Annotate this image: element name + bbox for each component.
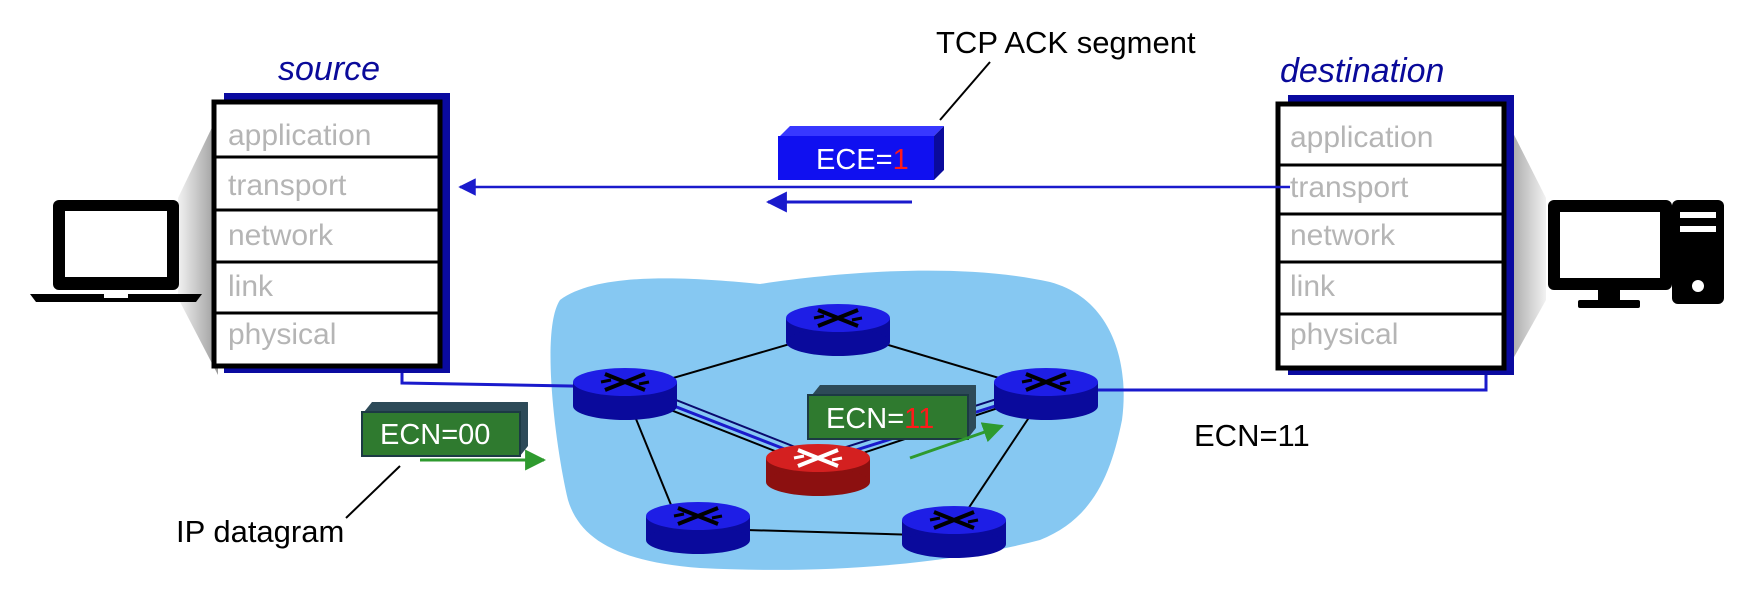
source-layer-application: application — [228, 119, 371, 152]
svg-text:ECE=1: ECE=1 — [816, 144, 909, 176]
source-title: source — [278, 50, 380, 88]
router-icon — [571, 366, 679, 422]
destination-title: destination — [1280, 52, 1444, 90]
marked-packet-arrow — [909, 422, 1004, 460]
destination-layer-transport: transport — [1290, 171, 1409, 204]
destination-layer-physical: physical — [1290, 318, 1398, 351]
marked-ecn-field-label: ECN= — [826, 403, 904, 435]
router-icon — [900, 504, 1008, 560]
router-icon — [784, 302, 892, 358]
router-icon — [644, 500, 752, 556]
tcp-ack-segment: ECE=1 — [778, 126, 944, 180]
desktop-computer-icon — [1548, 200, 1724, 308]
tcp-ack-callout-line — [939, 61, 991, 121]
ip-datagram-caption: IP datagram — [176, 514, 344, 549]
source-host: application transport network link physi… — [178, 50, 450, 375]
tcp-ack-caption: TCP ACK segment — [936, 25, 1196, 60]
ece-field-value: 1 — [893, 144, 909, 176]
destination-layer-application: application — [1290, 121, 1433, 154]
svg-text:ECN=11: ECN=11 — [826, 403, 934, 435]
router-icon — [992, 366, 1100, 422]
source-layer-physical: physical — [228, 318, 336, 351]
laptop-icon — [30, 200, 202, 302]
source-layer-transport: transport — [228, 169, 347, 202]
destination-layer-network: network — [1290, 219, 1396, 252]
marked-packet: ECN=11 — [807, 385, 976, 440]
ip-datagram-callout-line — [345, 465, 401, 519]
destination-host: application transport network link physi… — [1275, 52, 1546, 375]
ece-field-label: ECE= — [816, 144, 893, 176]
ecn-note: ECN=11 — [1194, 418, 1310, 453]
ecn-field-label: ECN= — [380, 419, 458, 451]
ip-datagram-packet: ECN=00 — [361, 402, 528, 457]
svg-text:ECN=00: ECN=00 — [380, 419, 490, 451]
source-layer-network: network — [228, 219, 334, 252]
destination-layer-link: link — [1290, 270, 1336, 303]
congested-router-icon — [764, 442, 872, 498]
marked-ecn-field-value: 11 — [904, 403, 934, 435]
source-layer-link: link — [228, 270, 274, 303]
ecn-field-value: 00 — [458, 419, 490, 451]
